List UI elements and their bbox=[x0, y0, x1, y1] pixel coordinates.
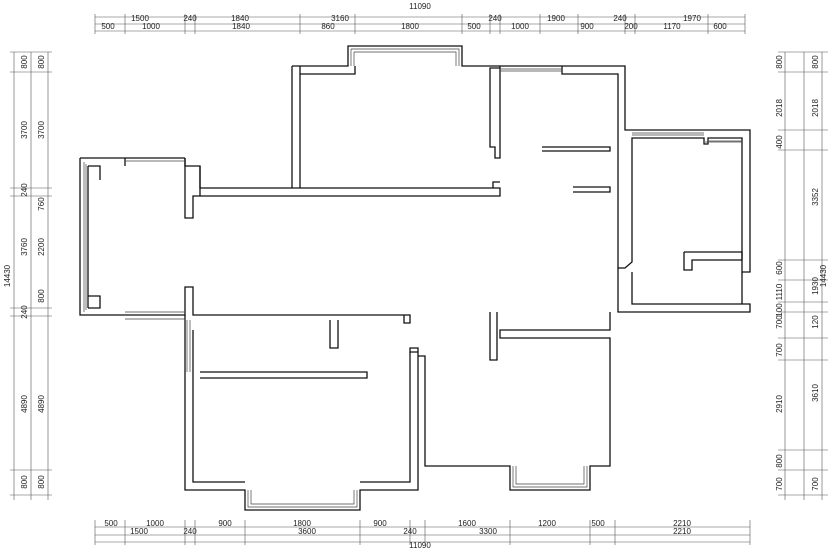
dim-right-inner-0: 800 bbox=[775, 55, 784, 69]
dim-top-tier3-6: 1000 bbox=[511, 22, 529, 31]
dim-left-inner-1: 3700 bbox=[37, 121, 46, 139]
east-window bbox=[632, 132, 742, 143]
dim-left-outer-1: 3700 bbox=[20, 121, 29, 139]
outer-wall bbox=[184, 45, 751, 273]
dim-top-overall: 11090 bbox=[409, 2, 431, 11]
dim-top-tier3-7: 900 bbox=[580, 22, 594, 31]
dim-bottom-tier2-1: 240 bbox=[183, 527, 197, 536]
dim-bottom-tier1-4: 900 bbox=[373, 519, 387, 528]
dimension-labels: 11090 3160 240 1500 240 1840 1900 240 1970 500 100… bbox=[3, 2, 828, 550]
dim-right-outer-3: 1930 bbox=[811, 277, 820, 295]
dim-right-outer-2: 3352 bbox=[811, 188, 820, 206]
south-window bbox=[247, 490, 358, 508]
inner-partitions bbox=[199, 66, 611, 196]
dim-left-inner-6: 800 bbox=[37, 475, 46, 489]
dim-bottom-tier1-8: 2210 bbox=[673, 519, 691, 528]
dim-bottom-tier2-5: 2210 bbox=[673, 527, 691, 536]
dim-top-tier3-4: 1800 bbox=[401, 22, 419, 31]
dim-right-inner-5: 100 bbox=[775, 303, 784, 317]
dim-top-tier1-1: 240 bbox=[488, 14, 502, 23]
dim-bottom-tier2-4: 3300 bbox=[479, 527, 497, 536]
dim-right-inner-2: 400 bbox=[775, 135, 784, 149]
dim-right-inner-4: 1110 bbox=[775, 283, 784, 300]
east-wing bbox=[409, 251, 751, 491]
dim-right-outer-6: 700 bbox=[811, 477, 820, 491]
dim-right-inner-3: 600 bbox=[775, 261, 784, 275]
dim-top-tier3-8: 200 bbox=[624, 22, 638, 31]
dim-left-inner-2: 760 bbox=[37, 197, 46, 211]
dim-right-inner-6: 700 bbox=[775, 315, 784, 329]
dim-left-outer-5: 4890 bbox=[20, 395, 29, 413]
dim-right-overall: 14430 bbox=[819, 264, 828, 287]
dim-left-outer-0: 800 bbox=[20, 55, 29, 69]
dim-right-inner-7: 700 bbox=[775, 343, 784, 357]
dim-left-inner-5: 4890 bbox=[37, 395, 46, 413]
north-east-window bbox=[500, 68, 562, 72]
dim-left-outer-3: 3760 bbox=[20, 238, 29, 256]
dim-right-inner-10: 700 bbox=[775, 477, 784, 491]
dim-right-outer-0: 800 bbox=[811, 55, 820, 69]
west-glazing bbox=[125, 160, 185, 320]
dim-top-tier2-4: 240 bbox=[613, 14, 627, 23]
dim-bottom-tier1-2: 900 bbox=[218, 519, 232, 528]
dim-right-outer-1: 2018 bbox=[811, 99, 820, 117]
dim-top-tier2-0: 1500 bbox=[131, 14, 149, 23]
dim-left-outer-6: 800 bbox=[20, 475, 29, 489]
dim-bottom-overall: 11090 bbox=[409, 541, 431, 550]
west-door-glazing bbox=[186, 320, 191, 372]
dim-left-outer-2: 240 bbox=[20, 183, 29, 197]
dim-bottom-tier1-1: 1000 bbox=[146, 519, 164, 528]
dim-right-inner-9: 800 bbox=[775, 454, 784, 468]
dim-bottom-tier1-0: 500 bbox=[104, 519, 118, 528]
southeast-window bbox=[512, 466, 588, 488]
dim-bottom-tier1-7: 500 bbox=[591, 519, 605, 528]
dim-top-tier2-2: 1840 bbox=[231, 14, 249, 23]
dim-top-tier2-1: 240 bbox=[183, 14, 197, 23]
dim-bottom-tier1-5: 1600 bbox=[458, 519, 476, 528]
windows bbox=[83, 48, 742, 508]
dim-right-outer-4: 120 bbox=[811, 315, 820, 329]
dim-bottom-tier2-2: 3600 bbox=[298, 527, 316, 536]
dim-top-tier3-9: 1170 bbox=[663, 22, 681, 31]
dim-left-outer-4: 240 bbox=[20, 305, 29, 319]
dim-right-inner-8: 2910 bbox=[775, 395, 784, 413]
dim-top-tier3-1: 1000 bbox=[142, 22, 160, 31]
north-window bbox=[350, 48, 460, 66]
west-wing bbox=[79, 157, 411, 324]
dim-top-tier3-3: 860 bbox=[321, 22, 335, 31]
dim-left-overall: 14430 bbox=[3, 264, 12, 287]
dim-left-inner-3: 2200 bbox=[37, 238, 46, 256]
south-wing bbox=[184, 312, 498, 511]
west-window bbox=[83, 162, 87, 312]
dim-bottom-tier1-6: 1200 bbox=[538, 519, 556, 528]
walls bbox=[79, 45, 751, 511]
dim-top-tier3-5: 500 bbox=[467, 22, 481, 31]
dim-bottom-tier1-3: 1800 bbox=[293, 519, 311, 528]
dim-top-tier2-5: 1970 bbox=[683, 14, 701, 23]
dim-top-tier3-0: 500 bbox=[101, 22, 115, 31]
dimension-lines bbox=[13, 16, 823, 543]
dim-left-inner-4: 800 bbox=[37, 289, 46, 303]
dim-top-tier3-2: 1840 bbox=[232, 22, 250, 31]
dim-top-tier1-0: 3160 bbox=[331, 14, 349, 23]
dim-bottom-tier2-0: 1500 bbox=[130, 527, 148, 536]
dim-top-tier3-10: 600 bbox=[713, 22, 727, 31]
dim-top-tier2-3: 1900 bbox=[547, 14, 565, 23]
dim-right-outer-5: 3610 bbox=[811, 384, 820, 402]
dim-right-inner-1: 2018 bbox=[775, 99, 784, 117]
dim-left-inner-0: 800 bbox=[37, 55, 46, 69]
